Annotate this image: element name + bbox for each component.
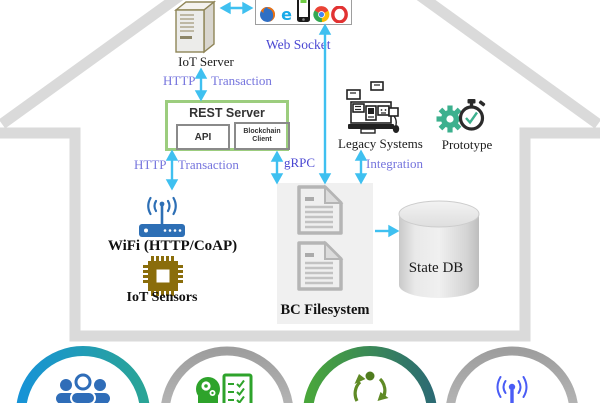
transaction-top-label: Transaction (211, 73, 272, 88)
document-icon (297, 240, 344, 291)
http-top-label: HTTP (163, 73, 196, 88)
bottom-feature-circles (16, 346, 578, 403)
stopwatch-icon (458, 99, 486, 131)
prototype-label: Prototype (441, 137, 493, 152)
blockchain-client-box: Blockchain Client (234, 122, 290, 150)
roof-left-line (0, 0, 184, 129)
smartphone-icon (297, 0, 310, 22)
document-icon (297, 184, 344, 235)
state-db-cylinder (398, 200, 480, 298)
state-db-label: State DB (408, 260, 464, 276)
internet-explorer-icon: e (281, 6, 292, 23)
wifi-router-icon (139, 196, 185, 237)
grpc-label: gRPC (284, 155, 316, 170)
rest-server-title: REST Server (189, 106, 265, 120)
opera-icon (331, 6, 348, 23)
iot-server-icon (174, 0, 216, 54)
web-socket-label: Web Socket (266, 37, 331, 52)
iot-server-label: IoT Server (178, 54, 234, 69)
http-bottom-label: HTTP (134, 157, 167, 172)
bc-filesystem-label: BC Filesystem (280, 302, 370, 318)
transaction-bottom-label: Transaction (178, 157, 239, 172)
wifi-label: WiFi (HTTP/CoAP) (107, 238, 238, 254)
chip-icon (143, 256, 183, 296)
roof-right-line (416, 0, 600, 129)
blockchain-client-line1: Blockchain (243, 128, 281, 135)
api-box: API (176, 124, 230, 150)
iot-sensors-label: IoT Sensors (126, 290, 198, 305)
circular-arrows-icon (353, 371, 389, 402)
legacy-systems-icon (346, 81, 400, 134)
browsers-box: e (255, 0, 352, 25)
rest-server-box: REST Server API Blockchain Client (165, 100, 290, 151)
prototype-icon (436, 99, 486, 133)
blockchain-client-line2: Client (252, 136, 272, 143)
legacy-systems-label: Legacy Systems (338, 136, 423, 151)
document-icons (297, 184, 344, 291)
circle-ring-4 (446, 346, 578, 403)
people-group-icon (56, 373, 110, 403)
antenna-broadcast-icon (496, 376, 528, 403)
integration-label: Integration (366, 156, 424, 171)
firefox-icon (260, 6, 275, 22)
chrome-icon (312, 6, 329, 23)
house-walls-floor (0, 127, 600, 342)
svg-text:e: e (281, 6, 292, 23)
bc-filesystem-panel: BC Filesystem (277, 183, 373, 324)
head-gears-checklist-icon (196, 373, 253, 403)
